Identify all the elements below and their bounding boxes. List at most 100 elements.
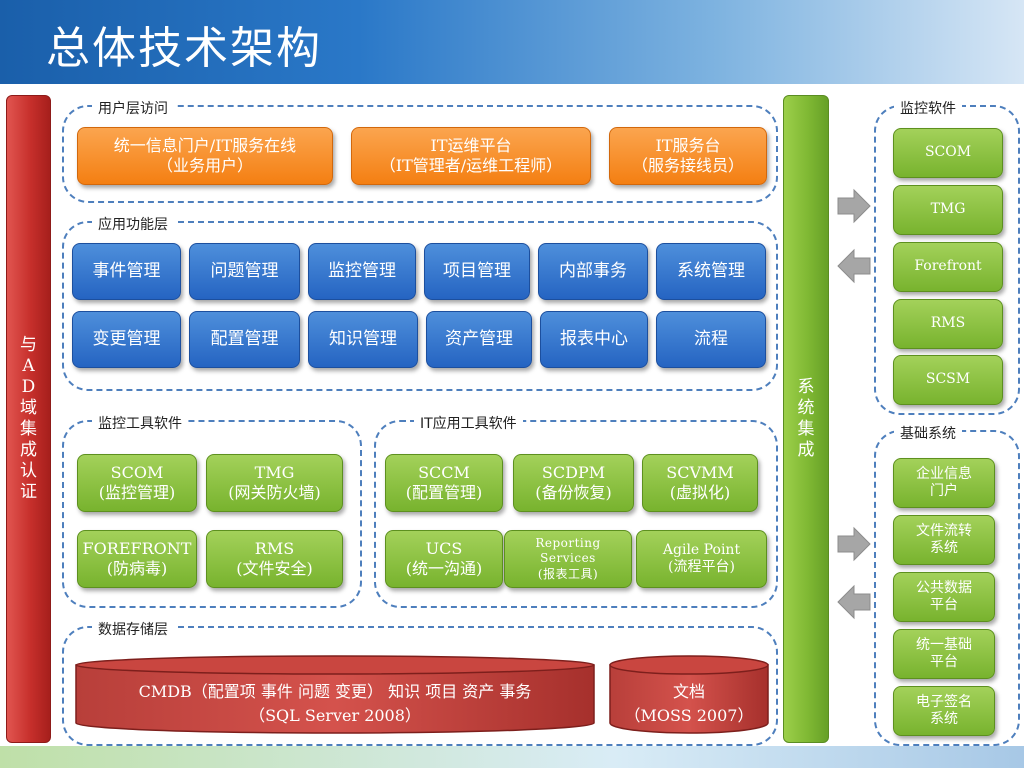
tmg-tool-box: TMG (网关防火墙): [206, 454, 343, 512]
file-flow-line2: 系统: [930, 540, 958, 556]
ucs-tool-box: UCS (统一沟通): [385, 530, 503, 588]
portal-line1: 统一信息门户/IT服务在线: [113, 136, 297, 155]
document-cylinder: [608, 655, 770, 735]
scvmm-tool-line2: (虚拟化): [669, 483, 731, 502]
ops-platform-box: IT运维平台 （IT管理者/运维工程师）: [351, 127, 591, 185]
reporting-services-line1: Reporting: [535, 535, 601, 550]
arrow-left-icon: [836, 584, 872, 620]
scsm-software-box: SCSM: [893, 355, 1003, 405]
e-signature-line2: 系统: [930, 711, 958, 727]
monitor-software-label: 监控软件: [894, 98, 962, 118]
it-tools-label: IT应用工具软件: [414, 413, 523, 433]
public-data-line2: 平台: [930, 597, 958, 613]
internal-affairs-box: 内部事务: [538, 243, 648, 300]
rms-tool-box: RMS (文件安全): [206, 530, 343, 588]
document-text: 文档 （MOSS 2007）: [608, 674, 770, 734]
monitor-tools-group: [62, 420, 362, 608]
cmdb-text: CMDB（配置项 事件 问题 变更） 知识 项目 资产 事务 （SQL Serv…: [74, 674, 596, 734]
forefront-tool-line2: (防病毒): [106, 559, 168, 578]
arrow-left-icon: [836, 248, 872, 284]
service-desk-line2: （服务接线员）: [631, 156, 744, 175]
app-function-group: [62, 221, 778, 391]
monitor-mgmt-box: 监控管理: [308, 243, 416, 300]
enterprise-portal-line2: 门户: [930, 483, 958, 499]
project-mgmt-box: 项目管理: [424, 243, 530, 300]
public-data-box: 公共数据 平台: [893, 572, 995, 622]
asset-mgmt-box: 资产管理: [426, 311, 532, 368]
cmdb-line1: CMDB（配置项 事件 问题 变更） 知识 项目 资产 事务: [138, 682, 532, 701]
forefront-tool-box: FOREFRONT (防病毒): [77, 530, 197, 588]
system-integration-pillar: 系统集成: [783, 95, 829, 743]
portal-line2: （业务用户）: [156, 156, 253, 175]
scvmm-tool-line1: SCVMM: [666, 463, 734, 482]
page-title: 总体技术架构: [46, 23, 322, 74]
ad-auth-label: 与AD域集成认证: [20, 335, 37, 502]
forefront-tool-line1: FOREFRONT: [82, 539, 192, 558]
data-storage-group: [62, 626, 778, 746]
base-system-label: 基础系统: [894, 423, 962, 443]
sccm-tool-line2: (配置管理): [405, 483, 483, 502]
scom-tool-box: SCOM (监控管理): [77, 454, 197, 512]
tmg-software-box: TMG: [893, 185, 1003, 235]
config-mgmt-box: 配置管理: [189, 311, 300, 368]
data-storage-label: 数据存储层: [92, 619, 174, 639]
scvmm-tool-box: SCVMM (虚拟化): [642, 454, 758, 512]
file-flow-line1: 文件流转: [916, 522, 972, 539]
scdpm-tool-line1: SCDPM: [541, 463, 606, 482]
file-flow-box: 文件流转 系统: [893, 515, 995, 565]
tmg-tool-line1: TMG: [254, 463, 295, 482]
knowledge-mgmt-box: 知识管理: [308, 311, 418, 368]
e-signature-line1: 电子签名: [916, 693, 972, 710]
rms-tool-line1: RMS: [254, 539, 295, 558]
report-center-box: 报表中心: [540, 311, 648, 368]
change-mgmt-box: 变更管理: [72, 311, 181, 368]
document-line2: （MOSS 2007）: [624, 706, 754, 725]
public-data-line1: 公共数据: [916, 579, 972, 596]
title-banner: [0, 0, 1024, 84]
portal-box: 统一信息门户/IT服务在线 （业务用户）: [77, 127, 333, 185]
reporting-services-line3: (报表工具): [537, 566, 599, 581]
ops-platform-line1: IT运维平台: [430, 136, 512, 155]
service-desk-line1: IT服务台: [655, 136, 721, 155]
rms-software-box: RMS: [893, 299, 1003, 349]
document-line1: 文档: [672, 682, 705, 701]
scdpm-tool-box: SCDPM (备份恢复): [513, 454, 634, 512]
reporting-services-line2: Services: [540, 551, 596, 566]
tmg-tool-line2: (网关防火墙): [228, 483, 321, 502]
unified-platform-box: 统一基础 平台: [893, 629, 995, 679]
service-desk-box: IT服务台 （服务接线员）: [609, 127, 767, 185]
enterprise-portal-box: 企业信息 门户: [893, 458, 995, 508]
rms-tool-line2: (文件安全): [236, 559, 313, 578]
incident-mgmt-box: 事件管理: [72, 243, 181, 300]
arrow-right-icon: [836, 188, 872, 224]
user-access-group: [62, 105, 778, 203]
it-tools-group: [374, 420, 778, 608]
agile-point-line1: Agile Point: [662, 541, 741, 558]
reporting-services-box: Reporting Services (报表工具): [504, 530, 632, 588]
user-access-label: 用户层访问: [92, 98, 174, 118]
workflow-box: 流程: [656, 311, 766, 368]
enterprise-portal-line1: 企业信息: [916, 465, 972, 482]
agile-point-box: Agile Point (流程平台): [636, 530, 767, 588]
forefront-software-box: Forefront: [893, 242, 1003, 292]
unified-platform-line2: 平台: [930, 654, 958, 670]
sccm-tool-line1: SCCM: [418, 463, 470, 482]
cmdb-cylinder: [74, 655, 596, 735]
ucs-tool-line1: UCS: [425, 539, 463, 558]
scdpm-tool-line2: (备份恢复): [535, 483, 612, 502]
ops-platform-line2: （IT管理者/运维工程师）: [379, 156, 563, 175]
arrow-right-icon: [836, 526, 872, 562]
scom-tool-line1: SCOM: [110, 463, 164, 482]
system-mgmt-box: 系统管理: [656, 243, 766, 300]
scom-tool-line2: (监控管理): [98, 483, 176, 502]
system-integration-label: 系统集成: [797, 377, 815, 460]
unified-platform-line1: 统一基础: [916, 636, 972, 653]
e-signature-box: 电子签名 系统: [893, 686, 995, 736]
agile-point-line2: (流程平台): [668, 559, 735, 575]
ucs-tool-line2: (统一沟通): [405, 559, 483, 578]
cmdb-line2: （SQL Server 2008）: [249, 706, 421, 725]
scom-software-box: SCOM: [893, 128, 1003, 178]
footer-bar: [0, 746, 1024, 768]
app-function-label: 应用功能层: [92, 214, 174, 234]
sccm-tool-box: SCCM (配置管理): [385, 454, 503, 512]
